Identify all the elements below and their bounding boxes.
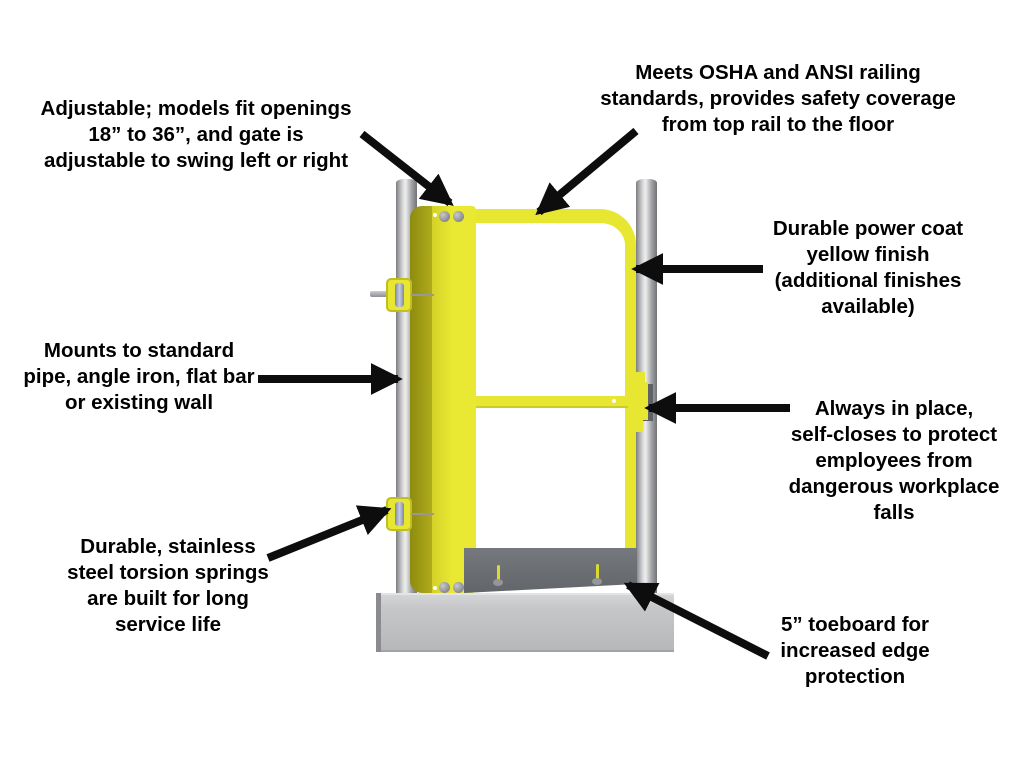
- arrow-to-top-rail: [535, 127, 639, 216]
- arrow-to-spring: [266, 505, 392, 562]
- pin-washer: [493, 579, 503, 586]
- pin-stem: [496, 565, 500, 581]
- hinge-pin: [395, 283, 404, 307]
- callout-toeboard: 5” toeboard for increased edge protectio…: [780, 613, 930, 688]
- callout-finish: Durable power coat yellow finish (additi…: [772, 217, 964, 318]
- panel-bolt-top-right: [453, 211, 464, 222]
- callout-mounts: Mounts to standard pipe, angle iron, fla…: [23, 339, 255, 414]
- pin-washer: [592, 578, 602, 585]
- spring-hinge-upper: [370, 278, 434, 316]
- hinge-arm: [411, 294, 434, 296]
- gate-frame: [476, 209, 636, 550]
- gate-mid-rail: [476, 396, 628, 408]
- hinge-rod: [370, 291, 388, 297]
- toeboard: [464, 548, 637, 593]
- callout-adjustable: Adjustable; models fit openings 18” to 3…: [40, 97, 352, 172]
- panel-dot-bottom: [433, 586, 437, 590]
- panel-dot-top: [433, 213, 437, 217]
- panel-bolt-bottom-right: [453, 582, 464, 593]
- spring-hinge-lower: [370, 497, 434, 535]
- hinge-arm: [411, 513, 434, 515]
- gate-latch-stop: [628, 372, 648, 432]
- panel-bolt-top-left: [439, 211, 450, 222]
- callout-always: Always in place, self-closes to protect …: [788, 397, 1000, 524]
- pin-stem: [595, 564, 599, 580]
- toeboard-pin-right: [592, 564, 602, 588]
- panel-bolt-bottom-left: [439, 582, 450, 593]
- hinge-pin: [395, 502, 404, 526]
- base-platform: [376, 593, 674, 652]
- hinge-panel-side-face: [410, 206, 434, 593]
- mid-rail-dot: [612, 399, 616, 403]
- hinge-panel-front-face: [432, 206, 476, 593]
- callout-springs: Durable, stainless steel torsion springs…: [67, 535, 269, 636]
- toeboard-pin-left: [493, 565, 503, 589]
- callout-osha: Meets OSHA and ANSI railing standards, p…: [600, 61, 956, 136]
